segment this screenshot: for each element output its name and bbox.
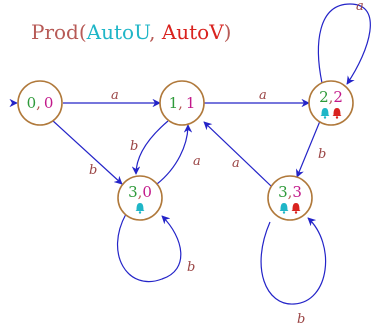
transition-s33-s11 <box>203 121 272 187</box>
label-s22-s22: a <box>356 0 364 14</box>
state-s30: 3,0 <box>117 175 163 221</box>
transition-s30-s11 <box>156 124 193 185</box>
state-circle <box>308 80 354 126</box>
transitions <box>9 3 371 305</box>
transition-labels: a b a b a b a b a b <box>89 0 364 327</box>
label-s30-s30: b <box>187 260 195 275</box>
transition-s00-s30 <box>51 119 123 185</box>
label-s33-s11: a <box>232 156 240 171</box>
label-s00-s11: a <box>111 88 119 103</box>
transition-s11-s30 <box>131 120 169 175</box>
label-s11-s22: a <box>259 88 267 103</box>
label-s22-s33: b <box>318 147 326 162</box>
state-label: 1,1 <box>169 94 196 112</box>
label-s11-s30: b <box>130 139 138 154</box>
state-label: 2,2 <box>319 88 343 106</box>
transition-s33-s33 <box>260 217 327 305</box>
title-left-automaton: AutoU <box>86 20 150 44</box>
state-label: 0,0 <box>27 94 54 112</box>
state-label: 3,3 <box>278 183 302 201</box>
transition-s30-s30 <box>116 213 182 283</box>
state-circle <box>159 80 205 126</box>
state-s00: 0,0 <box>17 80 63 126</box>
transition-s22-s22 <box>317 3 371 85</box>
title-prefix: Prod( <box>31 20 87 44</box>
state-s11: 1,1 <box>159 80 205 126</box>
state-s33: 3,3 <box>267 175 313 221</box>
state-s22: 2,2 <box>308 80 354 126</box>
title-suffix: ) <box>223 20 232 44</box>
state-label: 3,0 <box>128 183 152 201</box>
title-right-automaton: AutoV <box>161 20 224 44</box>
label-s00-s30: b <box>89 163 97 178</box>
diagram-title: Prod(AutoU, AutoV) <box>31 20 231 44</box>
state-circle <box>17 80 63 126</box>
title-comma: , <box>149 20 162 44</box>
label-s33-s33: b <box>297 312 305 327</box>
transition-s22-s33 <box>295 120 321 178</box>
label-s30-s11: a <box>193 154 201 169</box>
state-circle <box>117 175 163 221</box>
state-circle <box>267 175 313 221</box>
